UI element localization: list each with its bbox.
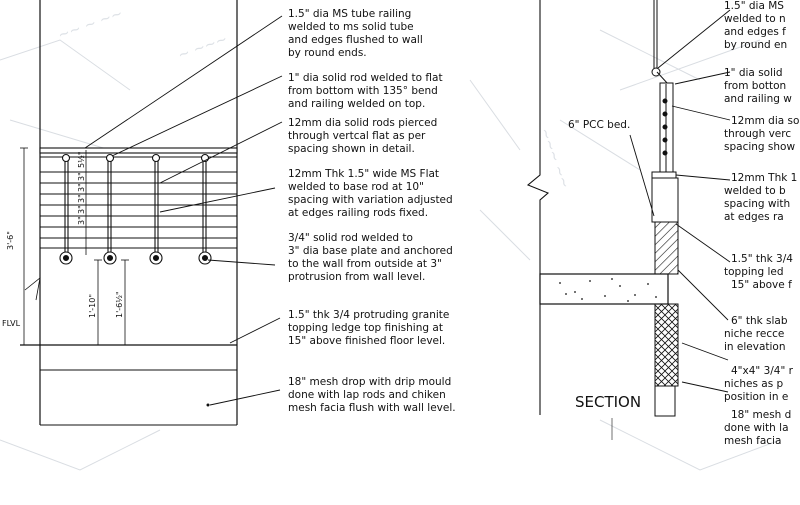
rod-spacing-dims: 3" 3" 3" 3" 3": [77, 172, 86, 225]
height-1-dim: 1'-10": [88, 294, 97, 318]
svg-text:spacing shown in detail.: spacing shown in detail.: [288, 143, 415, 155]
svg-text:welded to base rod at 10": welded to base rod at 10": [288, 181, 424, 193]
svg-text:12mm Thk 1.5" wide MS Flat: 12mm Thk 1.5" wide MS Flat: [288, 168, 439, 180]
pcc-bed: [651, 177, 679, 223]
svg-text:to the wall from outside at 3": to the wall from outside at 3": [288, 258, 442, 270]
right-notes: 1.5" dia MS welded to n and edges f by r…: [724, 0, 799, 447]
svg-text:through vertcal flat as per: through vertcal flat as per: [288, 130, 426, 142]
left-notes: 1.5" dia MS tube railing welded to ms so…: [288, 8, 456, 414]
svg-text:4"x4" 3/4" r: 4"x4" 3/4" r: [731, 365, 794, 377]
pcc-bed-label: 6" PCC bed.: [568, 119, 630, 131]
section-railing-post: [651, 0, 677, 180]
top-gap-dim: 5½": [77, 151, 86, 168]
horizontal-rods: [40, 171, 237, 239]
svg-text:spacing show: spacing show: [724, 141, 795, 153]
svg-text:1.5" thk 3/4 protruding granit: 1.5" thk 3/4 protruding granite: [288, 309, 449, 321]
svg-text:welded to n: welded to n: [724, 13, 786, 25]
svg-text:12mm Thk 1: 12mm Thk 1: [731, 172, 797, 184]
floor-level-label: FLVL: [2, 319, 21, 328]
svg-text:welded to ms solid tube: welded to ms solid tube: [288, 21, 414, 33]
upper-wall-hatch: [654, 221, 679, 275]
height-2-dim: 1'-6½": [115, 291, 124, 318]
svg-text:niches as p: niches as p: [724, 378, 784, 390]
svg-text:1.5" thk 3/4: 1.5" thk 3/4: [731, 253, 793, 265]
svg-text:and railing welded on top.: and railing welded on top.: [288, 98, 425, 110]
svg-text:mesh facia flush with wall lev: mesh facia flush with wall level.: [288, 402, 456, 414]
svg-text:12mm dia so: 12mm dia so: [731, 115, 799, 127]
svg-text:18" mesh d: 18" mesh d: [731, 409, 791, 421]
svg-text:3": 3": [77, 194, 86, 203]
svg-text:18" mesh drop with drip mould: 18" mesh drop with drip mould: [288, 376, 451, 388]
svg-text:~~ ~ ~~: ~~ ~ ~~: [56, 6, 125, 44]
mesh-drop-section: [654, 385, 676, 417]
vertical-rods: [59, 153, 212, 265]
svg-text:niche recce: niche recce: [724, 328, 784, 340]
svg-text:and edges flushed to wall: and edges flushed to wall: [288, 34, 423, 46]
svg-text:1.5" dia MS tube railing: 1.5" dia MS tube railing: [288, 8, 411, 20]
svg-text:~ ~~~: ~ ~~~: [176, 31, 230, 64]
svg-text:mesh facia: mesh facia: [724, 435, 781, 447]
slab: [539, 273, 669, 305]
overall-height-dim: 3'-6": [6, 231, 15, 250]
svg-text:3": 3": [77, 216, 86, 225]
section-break-line: [526, 0, 550, 415]
svg-text:12mm dia solid rods pierced: 12mm dia solid rods pierced: [288, 117, 437, 129]
svg-text:topping led: topping led: [724, 266, 784, 278]
svg-text:from bottom with 135° bend: from bottom with 135° bend: [288, 85, 438, 97]
lower-wall-hatch: [654, 303, 679, 387]
svg-text:spacing with variation adjuste: spacing with variation adjusted: [288, 194, 453, 206]
svg-text:6" thk slab: 6" thk slab: [731, 315, 788, 327]
section-view: [526, 0, 731, 440]
svg-text:and railing w: and railing w: [724, 93, 792, 105]
svg-text:~~~ ~~: ~~~ ~~: [536, 126, 573, 191]
svg-text:3" dia base plate and anchored: 3" dia base plate and anchored: [288, 245, 453, 257]
svg-text:from botton: from botton: [724, 80, 786, 92]
svg-text:through verc: through verc: [724, 128, 791, 140]
section-title: SECTION: [575, 393, 641, 411]
svg-text:1.5" dia MS: 1.5" dia MS: [724, 0, 784, 12]
dimension-lines: [20, 147, 129, 345]
svg-text:welded to b: welded to b: [724, 185, 786, 197]
svg-text:15" above f: 15" above f: [731, 279, 792, 291]
svg-text:protrusion from wall level.: protrusion from wall level.: [288, 271, 425, 283]
slab-aggregate: [559, 278, 657, 302]
svg-text:1" dia solid rod welded to fla: 1" dia solid rod welded to flat: [288, 72, 443, 84]
svg-text:by round ends.: by round ends.: [288, 47, 367, 59]
svg-text:and edges f: and edges f: [724, 26, 786, 38]
svg-text:3": 3": [77, 172, 86, 181]
svg-text:topping ledge top finishing at: topping ledge top finishing at: [288, 322, 443, 334]
svg-text:at edges railing rods fixed.: at edges railing rods fixed.: [288, 207, 428, 219]
svg-text:15" above finished floor level: 15" above finished floor level.: [288, 335, 445, 347]
svg-text:done with lap rods and chiken: done with lap rods and chiken: [288, 389, 446, 401]
svg-text:3/4" solid rod welded to: 3/4" solid rod welded to: [288, 232, 413, 244]
leader-lines: [84, 15, 283, 406]
svg-text:position in e: position in e: [724, 391, 788, 403]
ms-tube-railing: [39, 147, 238, 154]
svg-text:spacing with: spacing with: [724, 198, 790, 210]
svg-text:3": 3": [77, 205, 86, 214]
elevation-view: 3'-6" 1'-10" 1'-6½" 5½" 3" 3" 3" 3" 3" F…: [2, 0, 283, 426]
svg-text:by round en: by round en: [724, 39, 787, 51]
svg-text:in elevation: in elevation: [724, 341, 786, 353]
section-leader-lines: [629, 9, 731, 393]
svg-text:at edges ra: at edges ra: [724, 211, 784, 223]
svg-text:1" dia solid: 1" dia solid: [724, 67, 783, 79]
svg-text:done with la: done with la: [724, 422, 789, 434]
svg-text:3": 3": [77, 183, 86, 192]
